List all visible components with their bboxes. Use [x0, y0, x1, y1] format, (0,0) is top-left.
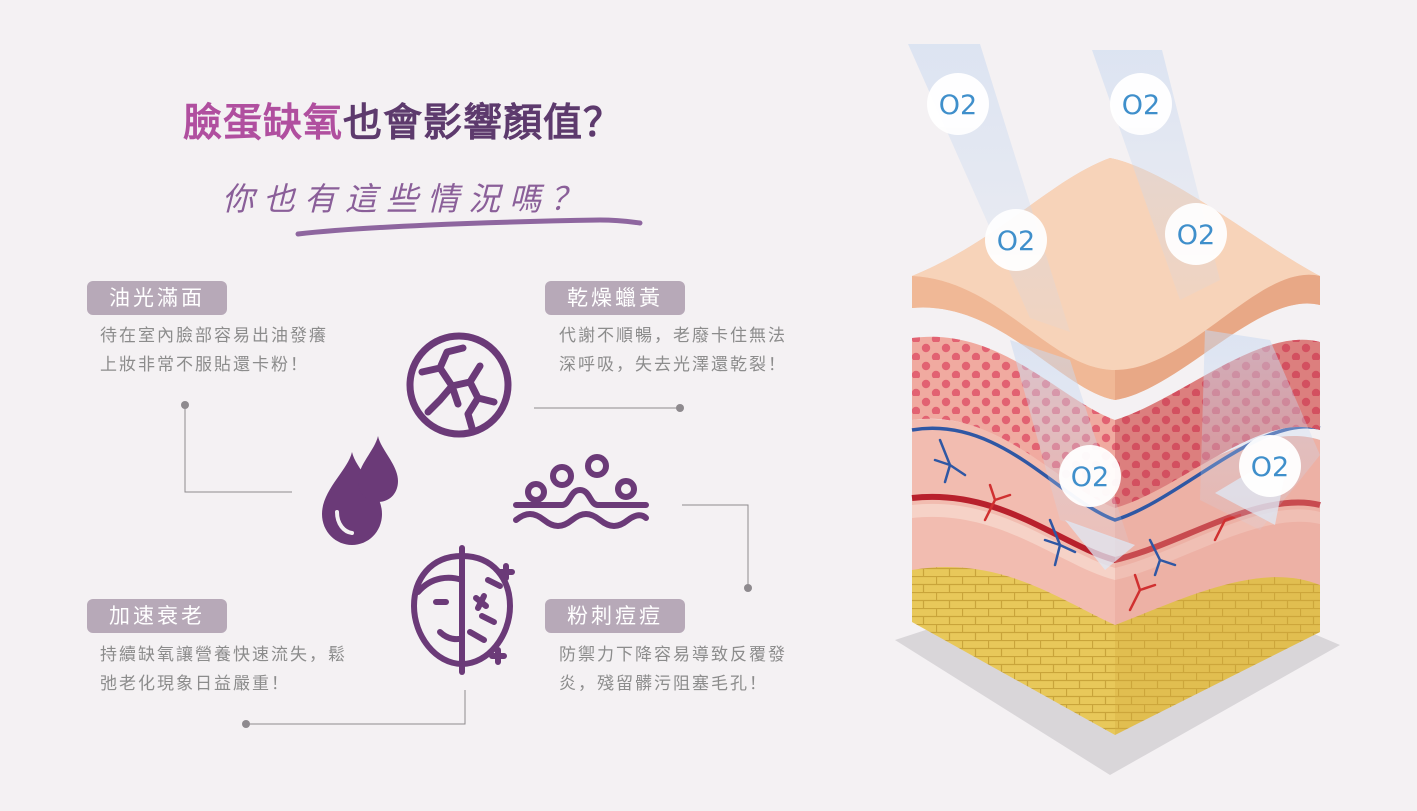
desc-line: 弛老化現象日益嚴重！	[100, 674, 290, 694]
oxygen-label: O2	[997, 226, 1035, 257]
desc-line: 待在室內臉部容易出油發癢	[100, 326, 328, 346]
oxygen-label: O2	[939, 90, 977, 121]
desc-line: 持續缺氧讓營養快速流失，鬆	[100, 645, 347, 665]
aging-face-icon	[411, 545, 515, 675]
desc-line: 深呼吸，失去光澤還乾裂！	[559, 355, 787, 375]
desc-line: 炎，殘留髒污阻塞毛孔！	[559, 674, 768, 694]
badge-oily-skin: 油光滿面	[87, 281, 227, 315]
connector-dots	[181, 401, 752, 728]
cracked-skin-icon	[406, 332, 512, 438]
oxygen-bubble	[1059, 445, 1121, 507]
connector-lines	[184, 405, 749, 725]
oxygen-label: O2	[1251, 452, 1289, 483]
desc-line: 防禦力下降容易導致反覆發	[559, 645, 787, 665]
badge-aging: 加速衰老	[87, 599, 227, 633]
skin-diagram	[895, 44, 1340, 775]
acne-bumps-icon	[513, 454, 649, 529]
desc-dry-dull: 代謝不順暢，老廢卡住無法 深呼吸，失去光澤還乾裂！	[559, 322, 787, 380]
title-highlight: 臉蛋缺氧	[183, 101, 344, 146]
oxygen-bubble	[1110, 73, 1172, 135]
title-rest: 也會影響顏值？	[343, 101, 624, 146]
desc-acne: 防禦力下降容易導致反覆發 炎，殘留髒污阻塞毛孔！	[559, 641, 787, 699]
oxygen-label: O2	[1071, 462, 1109, 493]
oxygen-bubble	[1239, 435, 1301, 497]
oxygen-label: O2	[1122, 90, 1160, 121]
page-title: 臉蛋缺氧也會影響顏值？	[183, 92, 623, 148]
oxygen-bubble	[1165, 203, 1227, 265]
badge-acne: 粉刺痘痘	[545, 599, 685, 633]
page-subtitle: 你也有這些情況嗎？	[222, 180, 592, 218]
oxygen-label: O2	[1177, 220, 1215, 251]
desc-oily-skin: 待在室內臉部容易出油發癢 上妝非常不服貼還卡粉！	[100, 322, 328, 380]
desc-line: 上妝非常不服貼還卡粉！	[100, 355, 309, 375]
oxygen-bubbles	[927, 73, 1301, 507]
desc-line: 代謝不順暢，老廢卡住無法	[559, 326, 787, 346]
oxygen-bubble	[985, 209, 1047, 271]
oxygen-bubble	[927, 73, 989, 135]
desc-aging: 持續缺氧讓營養快速流失，鬆 弛老化現象日益嚴重！	[100, 641, 347, 699]
badge-dry-dull: 乾燥蠟黃	[545, 281, 685, 315]
oil-drop-icon	[322, 436, 398, 545]
subtitle-underline	[295, 217, 643, 237]
